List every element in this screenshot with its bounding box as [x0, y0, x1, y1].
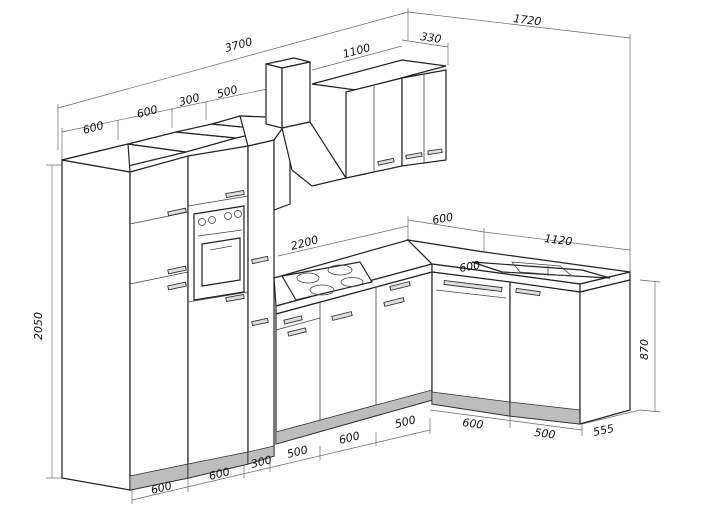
left-base-run: [273, 239, 434, 445]
dim-bottom-3: 300: [250, 453, 274, 471]
extractor-hood: [265, 57, 367, 187]
dim-sink-depth: 600: [458, 259, 481, 275]
dimension-labels: 3700 1720 330 1100 600 600 300 500 2200 …: [32, 12, 651, 497]
dim-worktop-depth: 600: [431, 211, 454, 227]
dim-bottom-right-3: 555: [592, 422, 615, 439]
dim-bottom-1: 600: [150, 479, 174, 497]
dim-bottom-right-2: 500: [534, 426, 556, 441]
dim-bottom-right-1: 600: [462, 416, 484, 431]
dim-tall-4: 500: [215, 83, 239, 101]
dim-tall-2: 600: [135, 103, 159, 121]
dim-bottom-2: 600: [208, 465, 232, 483]
dim-bottom-6: 500: [394, 413, 418, 431]
tall-units: [61, 115, 292, 491]
wall-cabinets: [311, 59, 447, 179]
dim-height-tall: 2050: [32, 312, 45, 340]
dim-bottom-5: 600: [338, 429, 362, 447]
dim-tall-3: 300: [177, 91, 201, 109]
dim-height-base: 870: [638, 339, 651, 360]
dim-worktop-right: 1120: [544, 232, 573, 248]
dim-upper-shelf: 330: [420, 30, 443, 46]
dim-tall-1: 600: [81, 119, 105, 137]
dim-left-total: 3700: [223, 35, 253, 55]
dim-bottom-4: 500: [286, 443, 310, 461]
dim-right-total: 1720: [513, 12, 542, 28]
right-base-run: [406, 239, 631, 425]
